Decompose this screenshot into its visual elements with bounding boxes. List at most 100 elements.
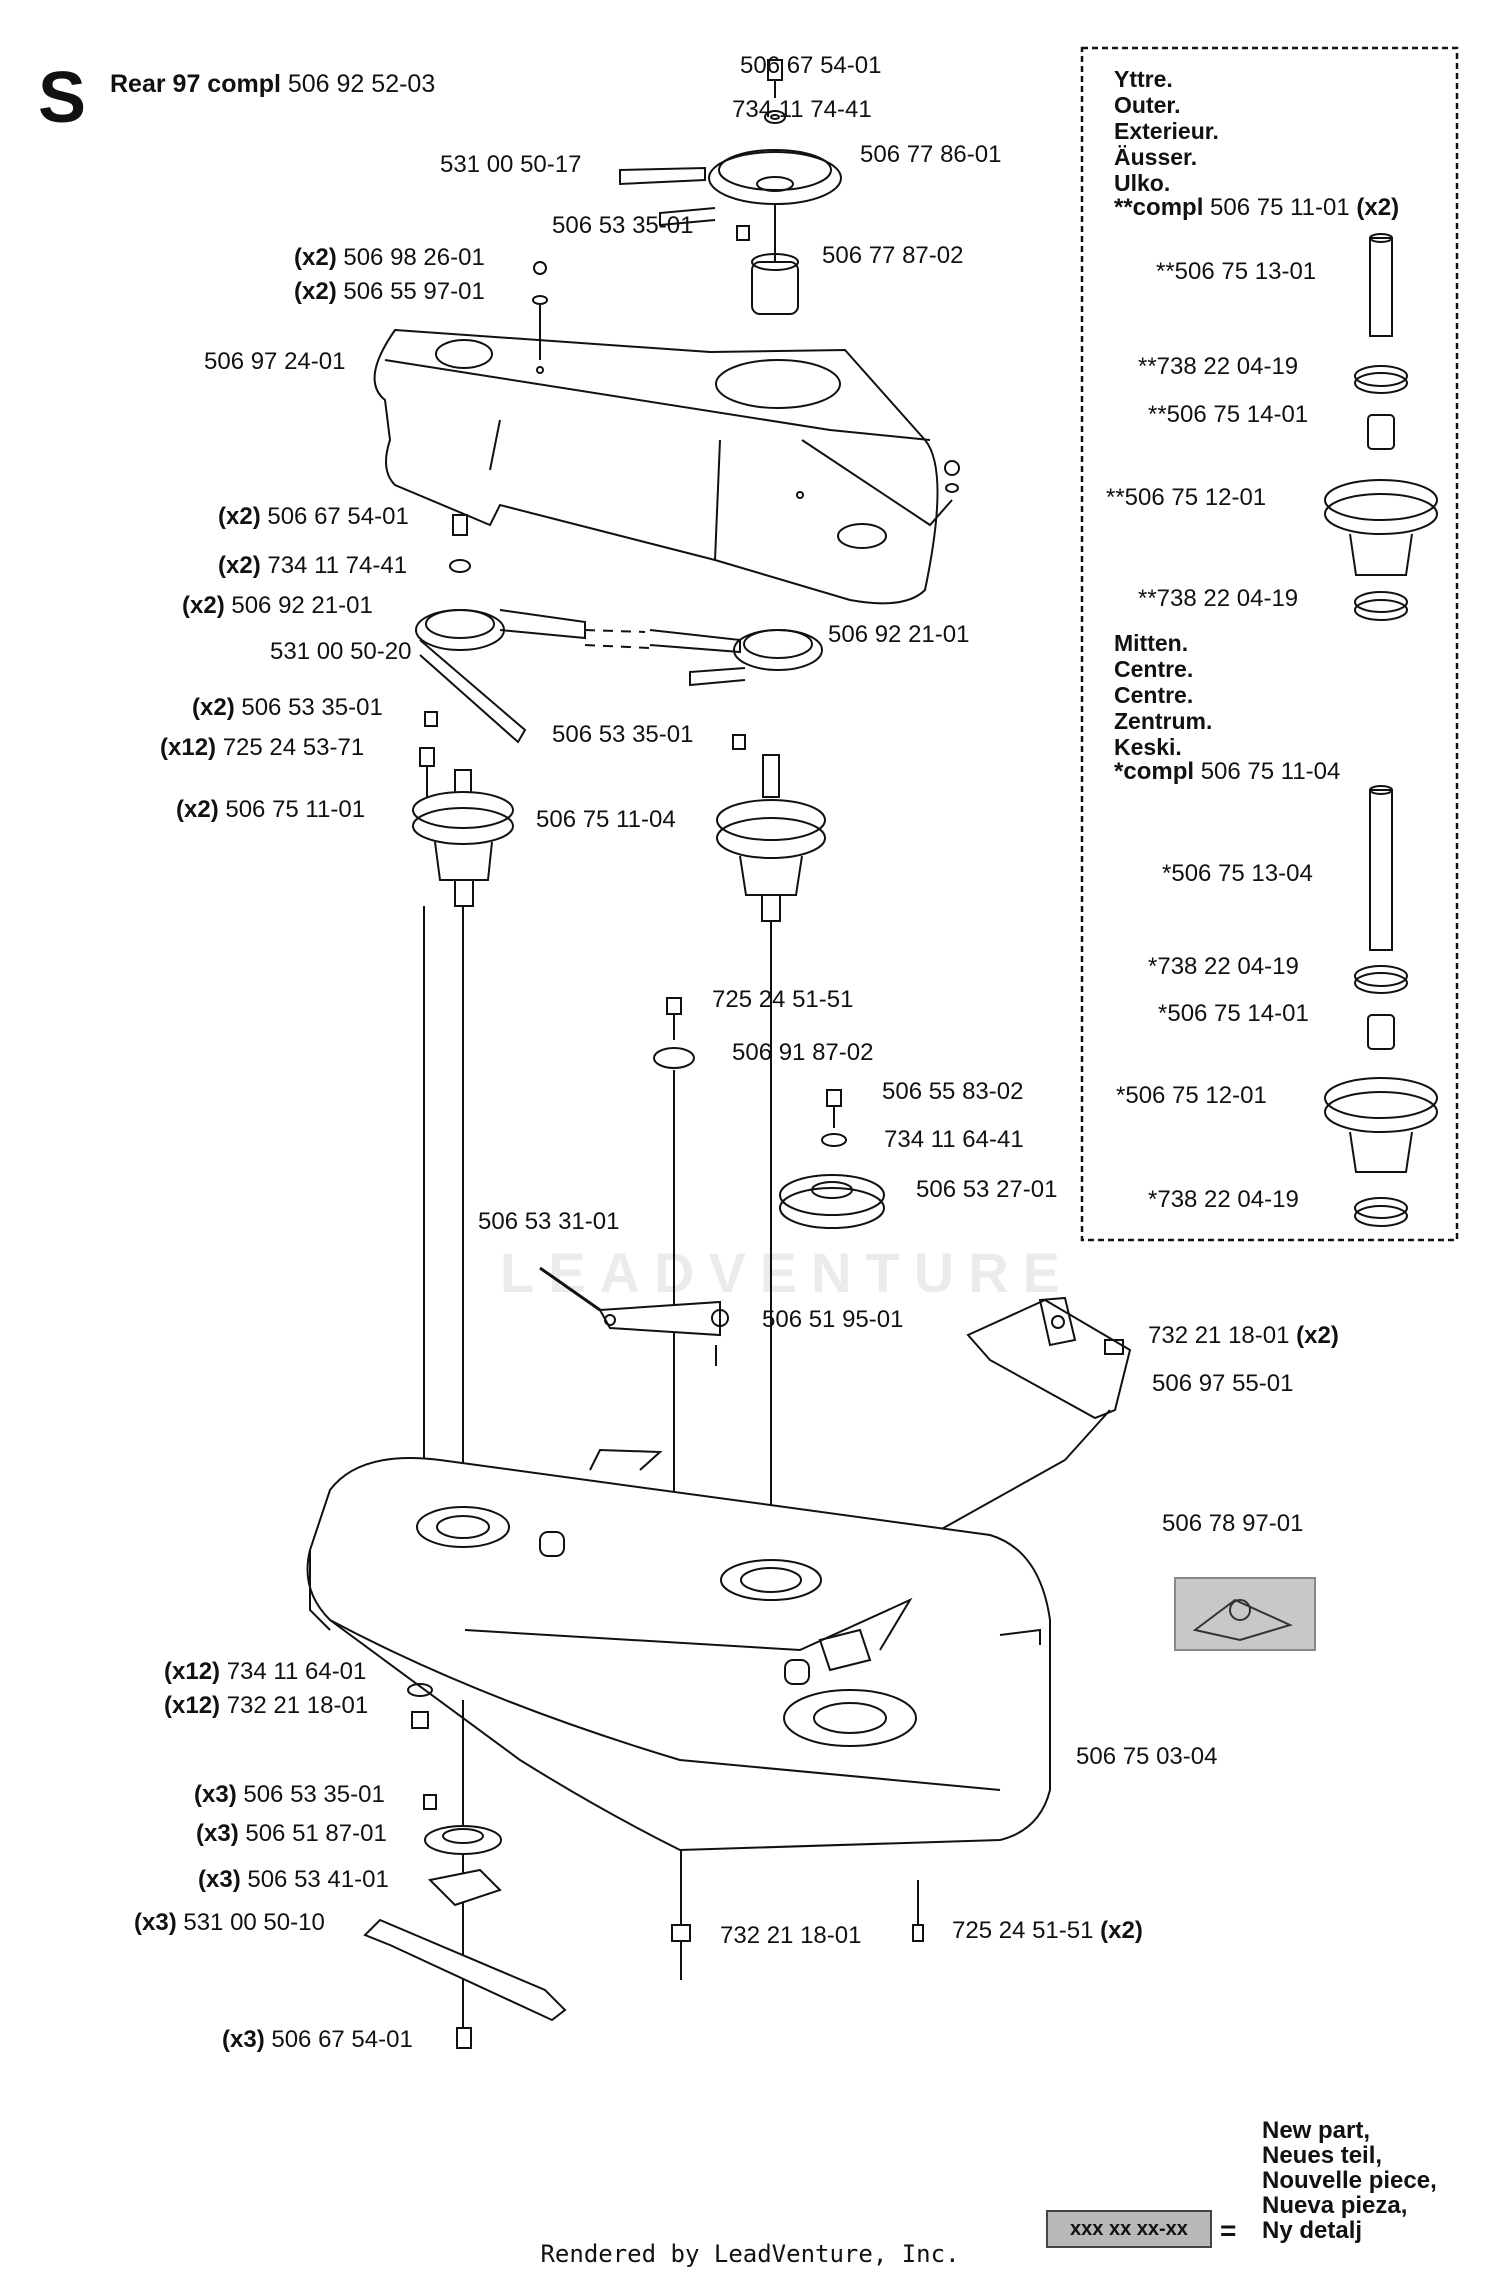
part-number: 506 67 54-01 <box>740 52 882 79</box>
part-label: 506 77 86-01 <box>860 143 1001 167</box>
part-qty: (x12) <box>160 734 223 761</box>
part-label: (x12) 734 11 64-01 <box>164 1660 366 1684</box>
part-number: 531 00 50-10 <box>183 1909 325 1936</box>
legend-code-box: xxx xx xx-xx <box>1046 2210 1212 2248</box>
part-label: 506 53 31-01 <box>478 1210 619 1234</box>
compl-label: **compl <box>1114 194 1204 221</box>
part-number: 506 77 86-01 <box>860 141 1002 168</box>
part-qty: (x12) <box>164 1658 227 1685</box>
part-label: (x2) 506 55 97-01 <box>294 280 485 304</box>
idler-assembly <box>539 997 885 1337</box>
part-qty: (x2) <box>1093 1917 1143 1944</box>
part-qty: (x2) <box>294 244 344 271</box>
part-label: 506 92 21-01 <box>828 623 969 647</box>
part-number: 734 11 74-41 <box>267 552 408 579</box>
part-qty: (x2) <box>176 796 226 823</box>
part-number: 506 77 87-02 <box>822 242 964 269</box>
inset-part-label: *506 75 14-01 <box>1158 1000 1309 1027</box>
inset-center-heading: Mitten. Centre. Centre. Zentrum. Keski. <box>1114 630 1212 760</box>
inset-part-label: **506 75 14-01 <box>1148 401 1309 428</box>
part-label: 506 77 87-02 <box>822 244 963 268</box>
assembly-title-label: Rear 97 compl <box>110 70 281 98</box>
part-label: (x3) 531 00 50-10 <box>134 1911 325 1935</box>
heading-line: Mitten. <box>1114 630 1189 656</box>
part-label: 506 67 54-01 <box>740 54 881 78</box>
compl-label: *compl <box>1114 758 1195 785</box>
part-number: 732 21 18-01 <box>720 1922 862 1949</box>
left-pulley-belt <box>415 514 823 750</box>
mower-deck <box>306 1448 1051 1852</box>
part-label: 725 24 51-51 <box>712 988 853 1012</box>
part-number: 732 21 18-01 <box>226 1692 369 1719</box>
legend-line: Neues teil, <box>1262 2142 1383 2169</box>
part-number: 506 53 27-01 <box>916 1176 1058 1203</box>
spindle-left <box>412 747 514 907</box>
part-label: 506 97 24-01 <box>204 350 345 374</box>
part-label: 734 11 74-41 <box>732 98 872 122</box>
part-qty: (x3) <box>134 1909 184 1936</box>
part-number: 725 24 53-71 <box>222 734 365 761</box>
inset-part-label: *506 75 13-04 <box>1162 860 1313 887</box>
part-label: (x2) 506 92 21-01 <box>182 594 373 618</box>
belt-routing-decal <box>1174 1577 1316 1651</box>
inset-center-compl: *compl 506 75 11-04 <box>1114 760 1340 784</box>
part-number: 506 53 35-01 <box>552 212 694 239</box>
part-qty: (x3) <box>222 2026 272 2053</box>
heading-line: Centre. <box>1114 656 1194 682</box>
bracket-right <box>921 1296 1132 1541</box>
part-number: 725 24 51-51 <box>712 986 854 1013</box>
legend-text: New part, Neues teil, Nouvelle piece, Nu… <box>1262 2118 1437 2243</box>
part-label: 506 97 55-01 <box>1152 1372 1293 1396</box>
part-label: (x2) 506 67 54-01 <box>218 505 409 529</box>
part-label: 506 53 35-01 <box>552 723 693 747</box>
part-label: 734 11 64-41 <box>884 1128 1024 1152</box>
part-number: 506 98 26-01 <box>343 244 485 271</box>
part-label: 531 00 50-17 <box>440 153 581 177</box>
heading-line: Exterieur. <box>1114 118 1219 144</box>
part-label: 506 75 03-04 <box>1076 1745 1217 1769</box>
inset-outer-heading: Yttre. Outer. Exterieur. Äusser. Ulko. <box>1114 66 1219 196</box>
inset-part-label: **738 22 04-19 <box>1138 585 1299 612</box>
part-number: 734 11 74-41 <box>732 96 872 123</box>
inset-part-label: **738 22 04-19 <box>1138 353 1299 380</box>
part-label: (x2) 506 98 26-01 <box>294 246 485 270</box>
inset-dashed-box <box>1080 46 1459 1242</box>
part-number: 732 21 18-01 <box>1148 1322 1290 1349</box>
part-qty: (x2) <box>182 592 232 619</box>
part-number: 506 53 35-01 <box>243 1781 385 1808</box>
part-label: 732 21 18-01 <box>720 1924 861 1948</box>
compl-qty: (x2) <box>1356 194 1400 221</box>
part-label: (x2) 734 11 74-41 <box>218 554 407 578</box>
compl-number: 506 75 11-01 <box>1210 194 1350 221</box>
part-label: (x2) 506 53 35-01 <box>192 696 383 720</box>
inset-part-label: *738 22 04-19 <box>1148 953 1299 980</box>
legend-equals: = <box>1220 2215 1237 2246</box>
part-number: 506 91 87-02 <box>732 1039 874 1066</box>
part-number: 531 00 50-20 <box>270 638 412 665</box>
inset-part-label: **506 75 12-01 <box>1106 484 1267 511</box>
section-letter: S <box>38 58 87 138</box>
part-label: (x12) 732 21 18-01 <box>164 1694 368 1718</box>
part-qty: (x3) <box>196 1820 246 1847</box>
part-number: 506 53 35-01 <box>552 721 694 748</box>
spindle-center <box>716 754 826 922</box>
legend-line: Nueva pieza, <box>1262 2192 1408 2219</box>
part-label: 506 75 11-04 <box>536 808 676 832</box>
part-number: 506 92 21-01 <box>231 592 373 619</box>
footer-credit: Rendered by LeadVenture, Inc. <box>540 2240 960 2268</box>
part-qty: (x3) <box>194 1781 244 1808</box>
part-qty: (x2) <box>218 503 268 530</box>
part-number: 506 67 54-01 <box>267 503 409 530</box>
inset-part-label: *506 75 12-01 <box>1116 1082 1267 1109</box>
part-qty: (x3) <box>198 1866 248 1893</box>
part-number: 506 75 11-04 <box>536 806 676 833</box>
part-number: 734 11 64-01 <box>226 1658 367 1685</box>
part-number: 506 75 03-04 <box>1076 1743 1218 1770</box>
heading-line: Zentrum. <box>1114 708 1213 734</box>
inset-center-spindle <box>1324 785 1438 1227</box>
legend-line: New part, <box>1262 2117 1371 2144</box>
inset-outer-spindle <box>1324 233 1438 621</box>
inset-part-label: **506 75 13-01 <box>1156 258 1317 285</box>
assembly-number: 506 92 52-03 <box>287 70 436 98</box>
part-number: 506 78 97-01 <box>1162 1510 1304 1537</box>
